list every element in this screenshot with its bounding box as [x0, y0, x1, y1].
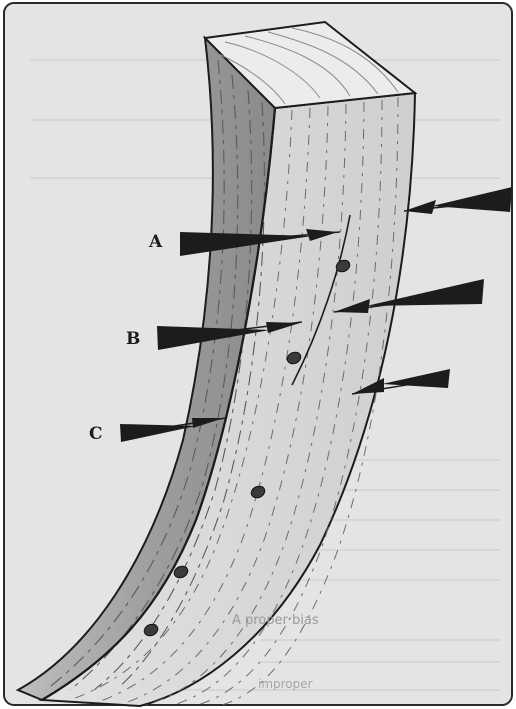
show-through-text: improper — [258, 678, 313, 690]
label-b: B — [126, 331, 140, 348]
label-c: C — [89, 426, 103, 443]
label-a: A — [149, 234, 162, 251]
show-through-caption: A proper bias — [232, 614, 319, 627]
